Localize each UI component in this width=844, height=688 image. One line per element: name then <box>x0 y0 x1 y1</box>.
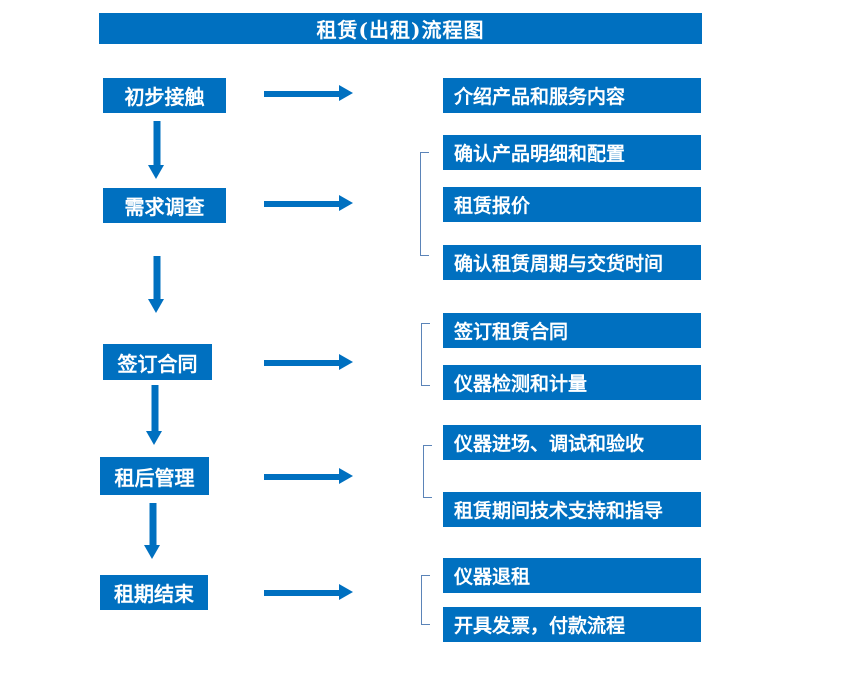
arrow-right-icon-4 <box>264 468 353 485</box>
detail-label: 仪器检测和计量 <box>454 373 588 395</box>
arrow-head <box>339 85 353 101</box>
bracket-group-demand-survey <box>420 152 429 256</box>
detail-label: 开具发票，付款流程 <box>454 615 626 637</box>
arrow-right-icon-5 <box>264 584 353 601</box>
arrow-shaft <box>153 121 160 166</box>
detail-box-rental-quote: 租赁报价 <box>443 187 701 222</box>
arrow-shaft <box>264 359 340 366</box>
arrow-right-icon-3 <box>264 354 353 371</box>
detail-label: 租赁报价 <box>454 195 531 217</box>
arrow-down-icon-3 <box>146 385 163 445</box>
detail-box-instrument-testing: 仪器检测和计量 <box>443 365 701 400</box>
detail-box-instrument-return: 仪器退租 <box>443 558 701 593</box>
arrow-head <box>339 354 353 370</box>
arrow-head <box>148 165 164 179</box>
detail-box-tech-support: 租赁期间技术支持和指导 <box>443 492 701 527</box>
step-label: 需求调查 <box>124 195 205 219</box>
arrow-head <box>339 584 353 600</box>
flowchart-title-bar: 租赁(出租)流程图 <box>99 13 702 44</box>
arrow-head <box>339 468 353 484</box>
arrow-head <box>148 299 164 313</box>
step-label: 初步接触 <box>124 85 205 109</box>
arrow-shaft <box>264 589 340 596</box>
detail-box-introduce-products: 介绍产品和服务内容 <box>443 78 701 113</box>
arrow-right-icon-1 <box>264 85 353 102</box>
arrow-shaft <box>264 90 340 97</box>
detail-label: 租赁期间技术支持和指导 <box>454 500 664 522</box>
flowchart-title: 租赁(出租)流程图 <box>316 18 485 42</box>
step-label: 租后管理 <box>114 465 195 490</box>
arrow-head <box>339 195 353 211</box>
arrow-head <box>146 431 162 445</box>
bracket-group-rental-end <box>421 575 430 625</box>
bracket-group-sign-contract <box>421 323 430 386</box>
arrow-shaft <box>149 503 156 546</box>
arrow-shaft <box>264 200 340 207</box>
detail-label: 仪器退租 <box>454 566 531 588</box>
step-label: 签订合同 <box>117 351 198 376</box>
detail-box-sign-rental-contract: 签订租赁合同 <box>443 313 701 348</box>
detail-box-invoice-payment: 开具发票，付款流程 <box>443 607 701 642</box>
arrow-shaft <box>151 385 158 432</box>
detail-label: 确认产品明细和配置 <box>454 143 626 165</box>
arrow-head <box>144 545 160 559</box>
step-box-initial-contact: 初步接触 <box>103 78 226 113</box>
detail-label: 确认租赁周期与交货时间 <box>454 253 664 275</box>
detail-box-confirm-period-delivery: 确认租赁周期与交货时间 <box>443 245 701 280</box>
arrow-shaft <box>264 473 340 480</box>
step-box-sign-contract: 签订合同 <box>103 344 212 380</box>
arrow-down-icon-4 <box>144 503 161 559</box>
detail-box-instrument-setup-acceptance: 仪器进场、调试和验收 <box>443 425 701 460</box>
arrow-down-icon-2 <box>148 256 165 313</box>
arrow-right-icon-2 <box>264 195 353 212</box>
detail-label: 介绍产品和服务内容 <box>454 86 626 108</box>
arrow-down-icon-1 <box>148 121 165 179</box>
arrow-shaft <box>153 256 160 300</box>
step-box-rental-end: 租期结束 <box>100 575 208 610</box>
detail-label: 仪器进场、调试和验收 <box>454 433 645 455</box>
step-box-post-rental-management: 租后管理 <box>100 457 209 495</box>
detail-box-confirm-product-details: 确认产品明细和配置 <box>443 135 701 170</box>
step-label: 租期结束 <box>114 582 194 606</box>
step-box-demand-survey: 需求调查 <box>103 188 226 223</box>
bracket-group-post-rental <box>423 445 432 498</box>
detail-label: 签订租赁合同 <box>454 321 569 343</box>
